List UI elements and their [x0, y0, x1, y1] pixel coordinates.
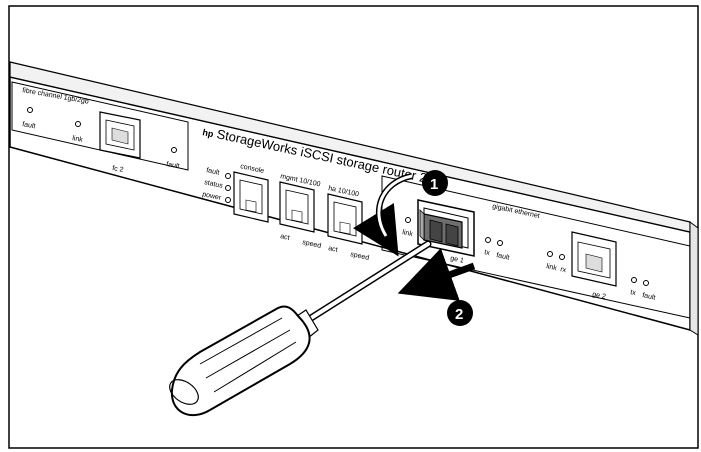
ge2-link-label: link	[546, 263, 558, 272]
screwdriver	[169, 240, 432, 417]
status-power-led	[225, 197, 231, 203]
hp-logo: hp	[202, 127, 215, 139]
ge2-tx-label: tx	[630, 289, 637, 297]
ge1-link-led	[405, 217, 411, 223]
status-led-group: fault status power	[202, 167, 231, 203]
status-status-led	[225, 185, 231, 191]
mgmt-act-label: act	[280, 233, 291, 242]
mgmt-speed-label: speed	[302, 239, 322, 250]
ge2-link-led	[547, 251, 553, 257]
fault-led-right-label: fault	[166, 161, 180, 170]
sfp-transceiver	[419, 209, 463, 249]
ge2-tx-led	[631, 277, 637, 283]
status-fault-led	[225, 173, 231, 179]
callout-2-number: 2	[455, 306, 463, 323]
fault-led-right	[171, 147, 177, 153]
ge2-fault-led	[643, 280, 649, 286]
ge1-fault-led	[497, 240, 503, 246]
status-fault-label: fault	[206, 167, 220, 177]
callout-step-2: 2	[447, 300, 473, 326]
link-led	[75, 121, 81, 127]
ge2-rx-led	[559, 254, 565, 260]
mgmt-port: mgmt 10/100 act speed	[279, 173, 322, 250]
link-led-label: link	[72, 135, 84, 144]
figure-frame	[8, 5, 699, 449]
ge2-port-label: ge 2	[592, 291, 607, 301]
screwdriver-handle	[170, 305, 311, 417]
pull-out-arrow	[397, 248, 476, 301]
console-port: console	[233, 163, 269, 223]
callout-1-number: 1	[430, 176, 438, 193]
ha-act-label: act	[328, 245, 339, 254]
left-fc-panel: fibre channel 1gb/2gb fault link fc 2 fa…	[11, 81, 189, 174]
ha-speed-label: speed	[350, 251, 370, 262]
ge2-rx-label: rx	[560, 266, 568, 274]
fault-led-label: fault	[22, 121, 36, 130]
callout-step-1: 1	[422, 170, 448, 196]
ge1-tx-led	[485, 237, 491, 243]
ge2-fault-label: fault	[642, 292, 656, 302]
status-status-label: status	[204, 179, 224, 190]
ge1-tx-label: tx	[484, 249, 491, 257]
router-side-face	[689, 221, 699, 336]
ge1-link-label: link	[402, 229, 414, 238]
console-label: console	[240, 163, 265, 175]
fault-led	[27, 107, 33, 113]
ge1-fault-label: fault	[496, 252, 510, 262]
status-power-label: power	[202, 191, 223, 202]
fc2-port-label: fc 2	[112, 165, 124, 174]
